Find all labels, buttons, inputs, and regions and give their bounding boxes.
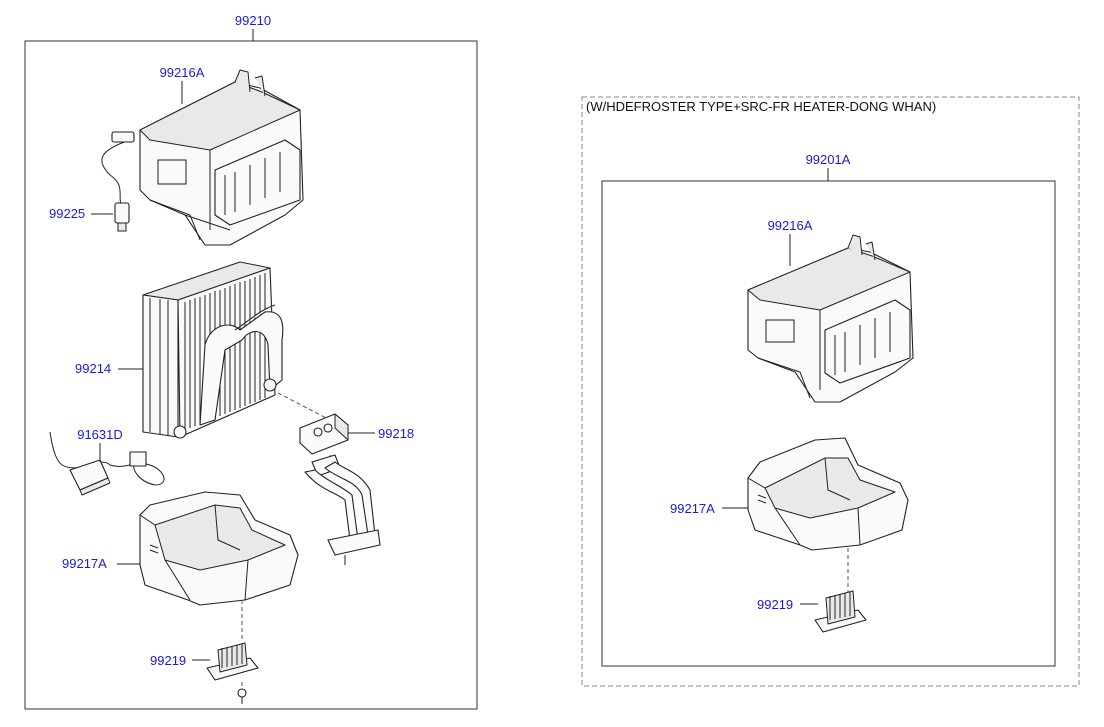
lower-case-part: [139, 491, 299, 606]
valve-guide-line: [277, 392, 331, 421]
label-99219-left[interactable]: 99219: [150, 653, 186, 668]
label-99216A-right[interactable]: 99216A: [768, 218, 813, 233]
label-99217A-left[interactable]: 99217A: [62, 556, 107, 571]
expansion-valve-part: [299, 413, 349, 455]
variant-note: (W/HDEFROSTER TYPE+SRC-FR HEATER-DONG WH…: [586, 99, 936, 114]
left-assembly-frame: [24, 40, 478, 710]
upper-case-part-right: [747, 234, 914, 403]
label-99216A-left[interactable]: 99216A: [160, 65, 205, 80]
label-99214[interactable]: 99214: [75, 361, 111, 376]
label-99219-right[interactable]: 99219: [757, 597, 793, 612]
variant-dashed-frame: [581, 96, 1080, 687]
resistor-part: [206, 642, 259, 681]
resistor-part-right: [814, 590, 867, 633]
screw-part: [237, 688, 247, 704]
label-99225[interactable]: 99225: [49, 206, 85, 221]
wiring-harness-part: [49, 431, 165, 496]
evaporator-part: [142, 261, 284, 439]
label-99210[interactable]: 99210: [235, 13, 271, 28]
sensor-part: [101, 131, 135, 232]
label-99201A[interactable]: 99201A: [806, 152, 851, 167]
right-assembly-frame: [601, 180, 1056, 667]
pipe-part: [304, 454, 381, 565]
lower-case-part-right: [747, 437, 909, 551]
label-99217A-right[interactable]: 99217A: [670, 501, 715, 516]
label-99218[interactable]: 99218: [378, 426, 414, 441]
label-91631D[interactable]: 91631D: [77, 427, 123, 442]
upper-case-part: [139, 69, 304, 246]
